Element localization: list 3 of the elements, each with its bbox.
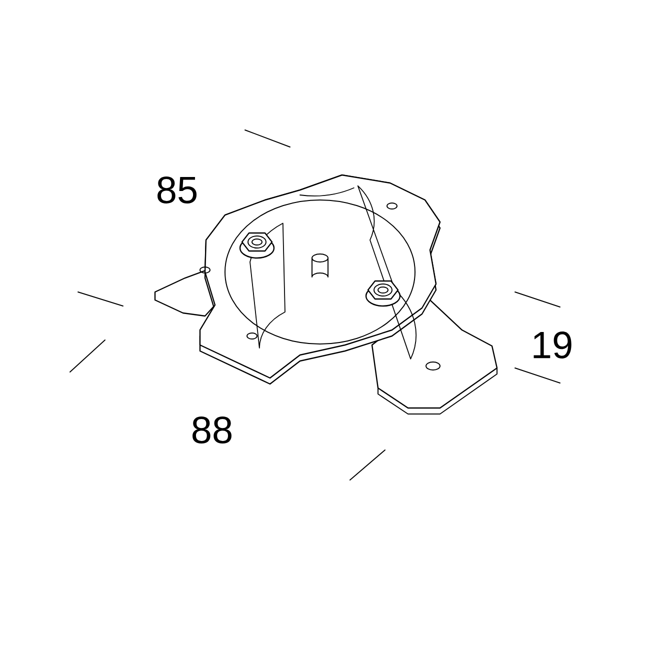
dimension-label: 85 (158, 176, 197, 204)
dimension-label: 88 (192, 416, 232, 444)
dimension-label: 19 (534, 332, 572, 358)
